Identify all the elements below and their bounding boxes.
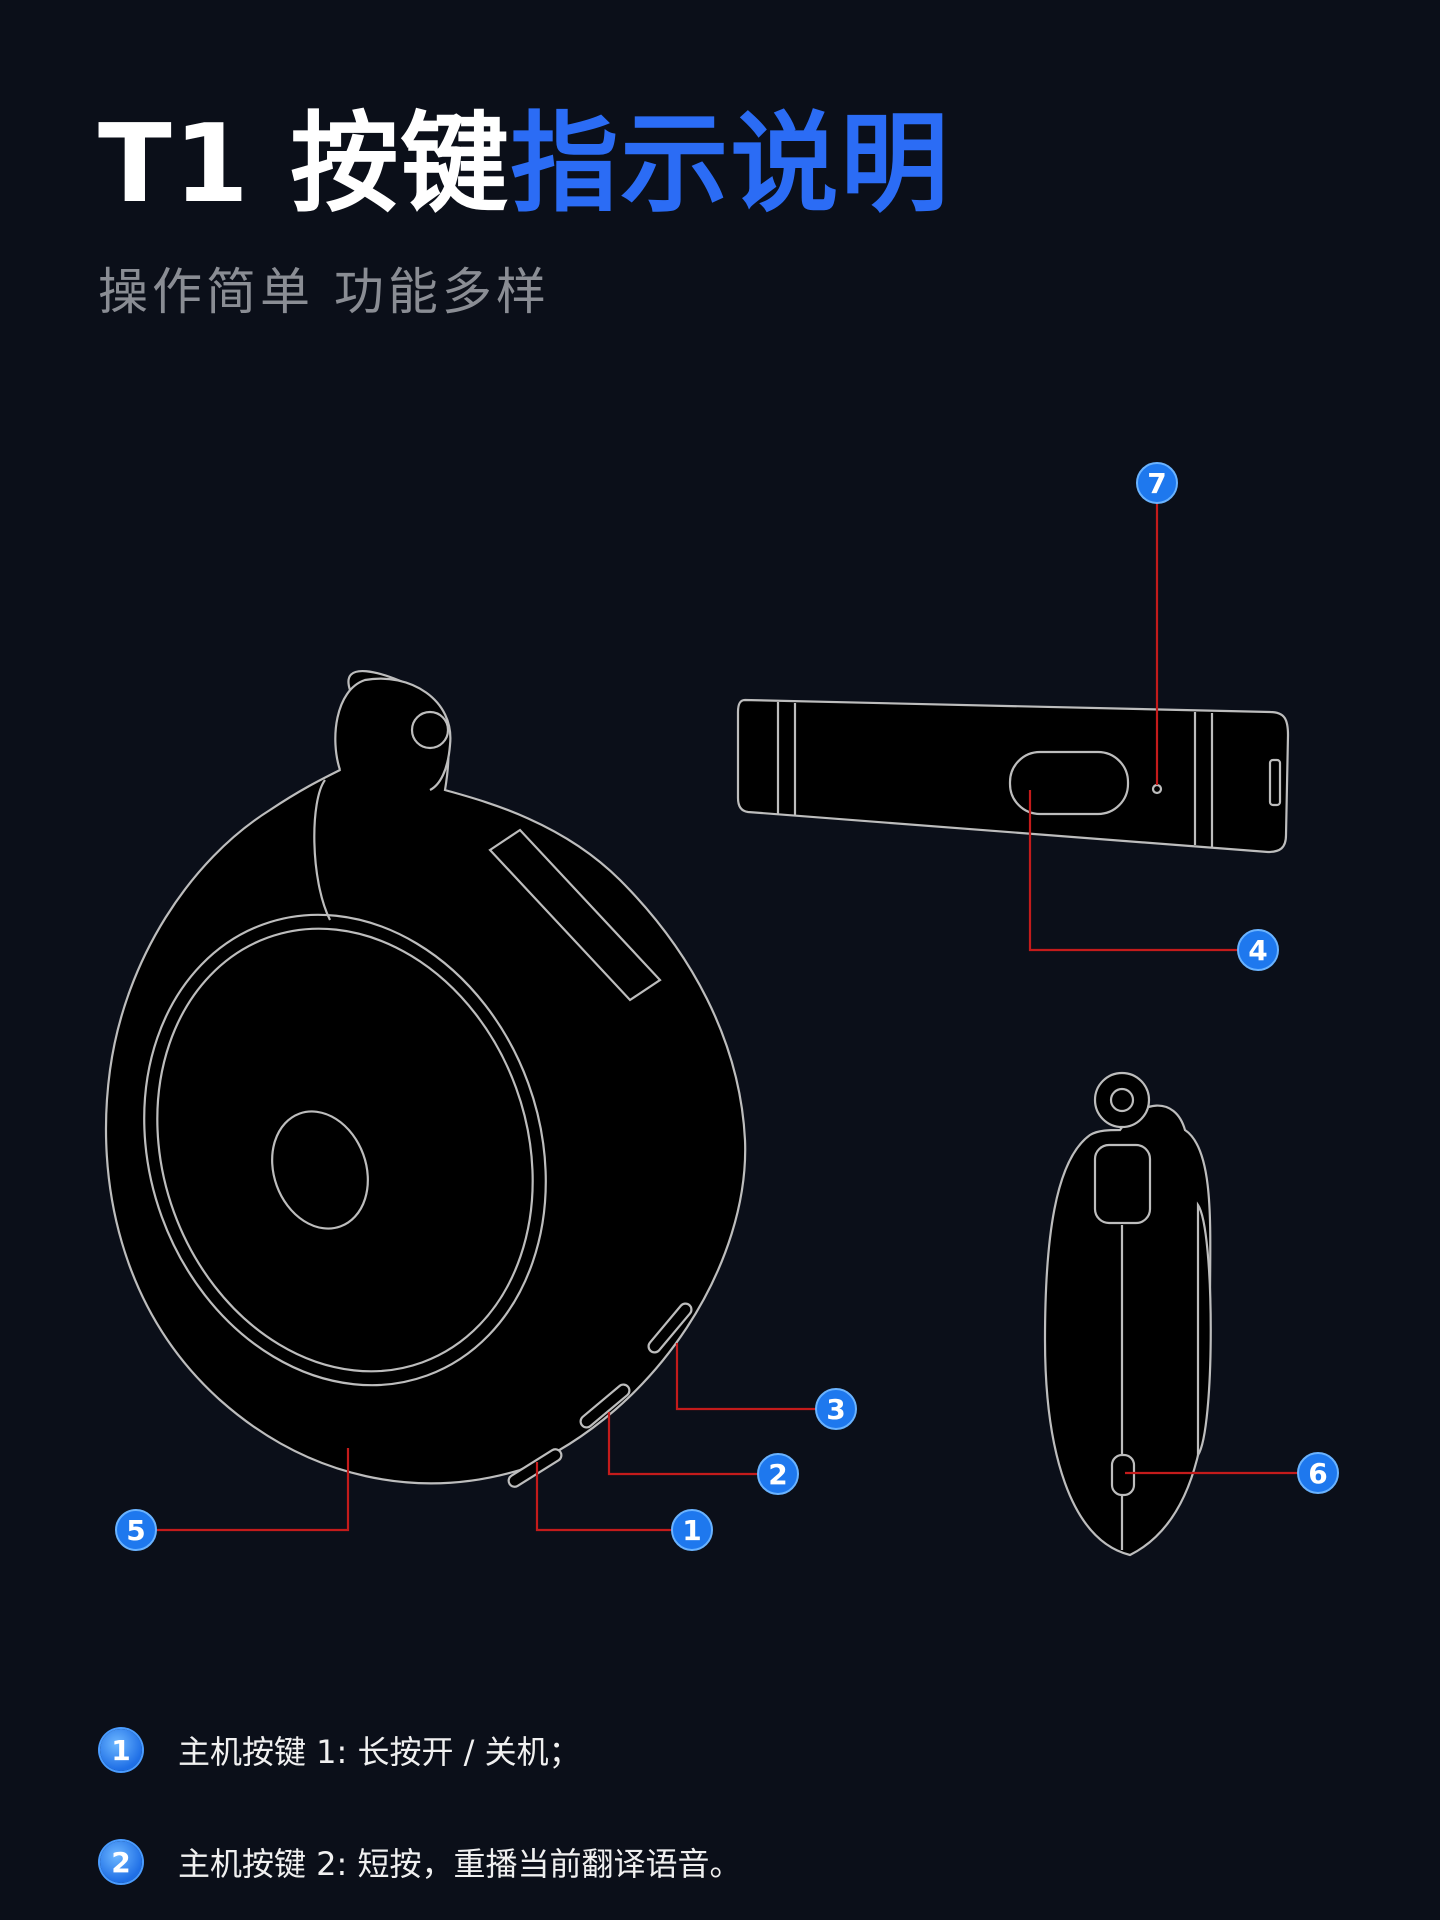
description-item-2: 2 主机按键 2: 短按，重播当前翻译语音。 [100,1839,742,1885]
title-part-blue: 指示说明 [510,102,951,227]
callout-lines [155,502,1302,1532]
callout-badge-7: 7 [1136,462,1178,504]
svg-text:5: 5 [126,1514,145,1547]
callout-badge-2: 2 [757,1453,799,1495]
main-device-illustration [104,669,747,1488]
side-device-illustration [1043,1071,1212,1557]
callout-line-1 [535,1462,675,1532]
description-badge: 1 [100,1729,142,1771]
page-title: T1 按键指示说明 [98,100,950,230]
title-part-white: T1 按键 [98,102,511,227]
description-text: 主机按键 2: 短按，重播当前翻译语音。 [178,1845,742,1883]
callout-badge-1: 1 [671,1509,713,1551]
svg-text:3: 3 [826,1393,845,1426]
svg-text:7: 7 [1147,467,1166,500]
callout-line-3 [675,1343,818,1411]
svg-text:1: 1 [682,1514,701,1547]
callout-line-2 [607,1412,760,1476]
callout-badge-5: 5 [115,1509,157,1551]
description-badge: 2 [100,1841,142,1883]
callout-badge-6: 6 [1297,1452,1339,1494]
page-subtitle: 操作简单 功能多样 [98,263,550,321]
callout-line-5 [155,1448,350,1532]
svg-text:4: 4 [1248,934,1267,967]
callout-badge-3: 3 [815,1388,857,1430]
stick-device-illustration [736,698,1290,854]
svg-text:6: 6 [1308,1457,1327,1490]
description-item-1: 1 主机按键 1: 长按开 / 关机； [100,1727,581,1773]
description-text: 主机按键 1: 长按开 / 关机； [178,1733,581,1771]
svg-text:2: 2 [768,1458,787,1491]
callout-line-4 [1028,790,1240,952]
callout-badge-4: 4 [1237,929,1279,971]
